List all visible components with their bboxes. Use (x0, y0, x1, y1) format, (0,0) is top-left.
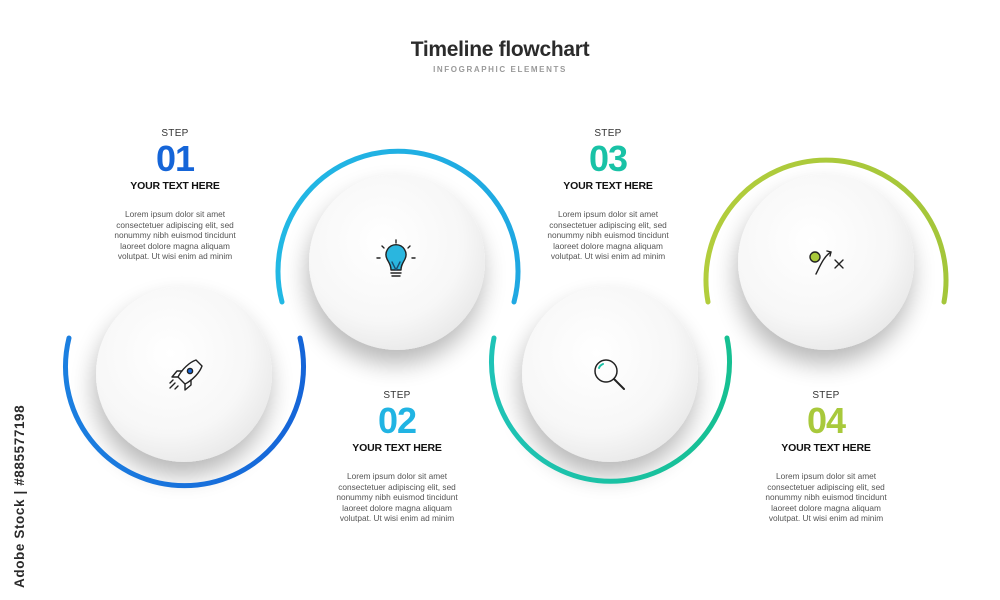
step-03-number: 03 (588, 138, 628, 179)
step-03-arc (489, 335, 732, 484)
step-04-heading: YOUR TEXT HERE (781, 442, 871, 454)
step-01-heading: YOUR TEXT HERE (130, 180, 220, 192)
step-02-number: 02 (377, 400, 417, 441)
step-02-arc (275, 148, 521, 305)
step-03-heading: YOUR TEXT HERE (563, 180, 653, 192)
step-04-arc (703, 157, 949, 305)
page-title: Timeline flowchart (410, 38, 590, 61)
stock-credit: Adobe Stock | #885577198 (12, 404, 27, 588)
step-04-number: 04 (806, 400, 846, 441)
magnifier-icon (594, 359, 625, 390)
step-03-disc (522, 286, 698, 462)
step-04-body: Lorem ipsum dolor sit amet consectetuer … (765, 471, 887, 524)
step-02-label: STEP (383, 390, 411, 401)
step-01-body: Lorem ipsum dolor sit amet consectetuer … (114, 209, 236, 262)
step-03-body: Lorem ipsum dolor sit amet consectetuer … (547, 209, 669, 262)
step-04-disc (738, 174, 914, 350)
strategy-icon (809, 250, 844, 275)
step-02-heading: YOUR TEXT HERE (352, 442, 442, 454)
step-03-label: STEP (594, 128, 622, 139)
step-01-block: STEP 01 YOUR TEXT HERE Lorem ipsum dolor… (100, 128, 250, 262)
page-subtitle: INFOGRAPHIC ELEMENTS (433, 65, 567, 74)
step-02-block: STEP 02 YOUR TEXT HERE Lorem ipsum dolor… (322, 390, 472, 524)
step-01-number: 01 (155, 138, 195, 179)
step-04-label: STEP (812, 390, 840, 401)
step-03-block: STEP 03 YOUR TEXT HERE Lorem ipsum dolor… (533, 128, 683, 262)
step-01-label: STEP (161, 128, 189, 139)
lightbulb-icon (376, 239, 416, 277)
step-01-disc (96, 286, 272, 462)
step-04-block: STEP 04 YOUR TEXT HERE Lorem ipsum dolor… (751, 390, 901, 524)
step-01-arc (63, 335, 306, 489)
rocket-icon (169, 359, 203, 391)
step-02-body: Lorem ipsum dolor sit amet consectetuer … (336, 471, 458, 524)
